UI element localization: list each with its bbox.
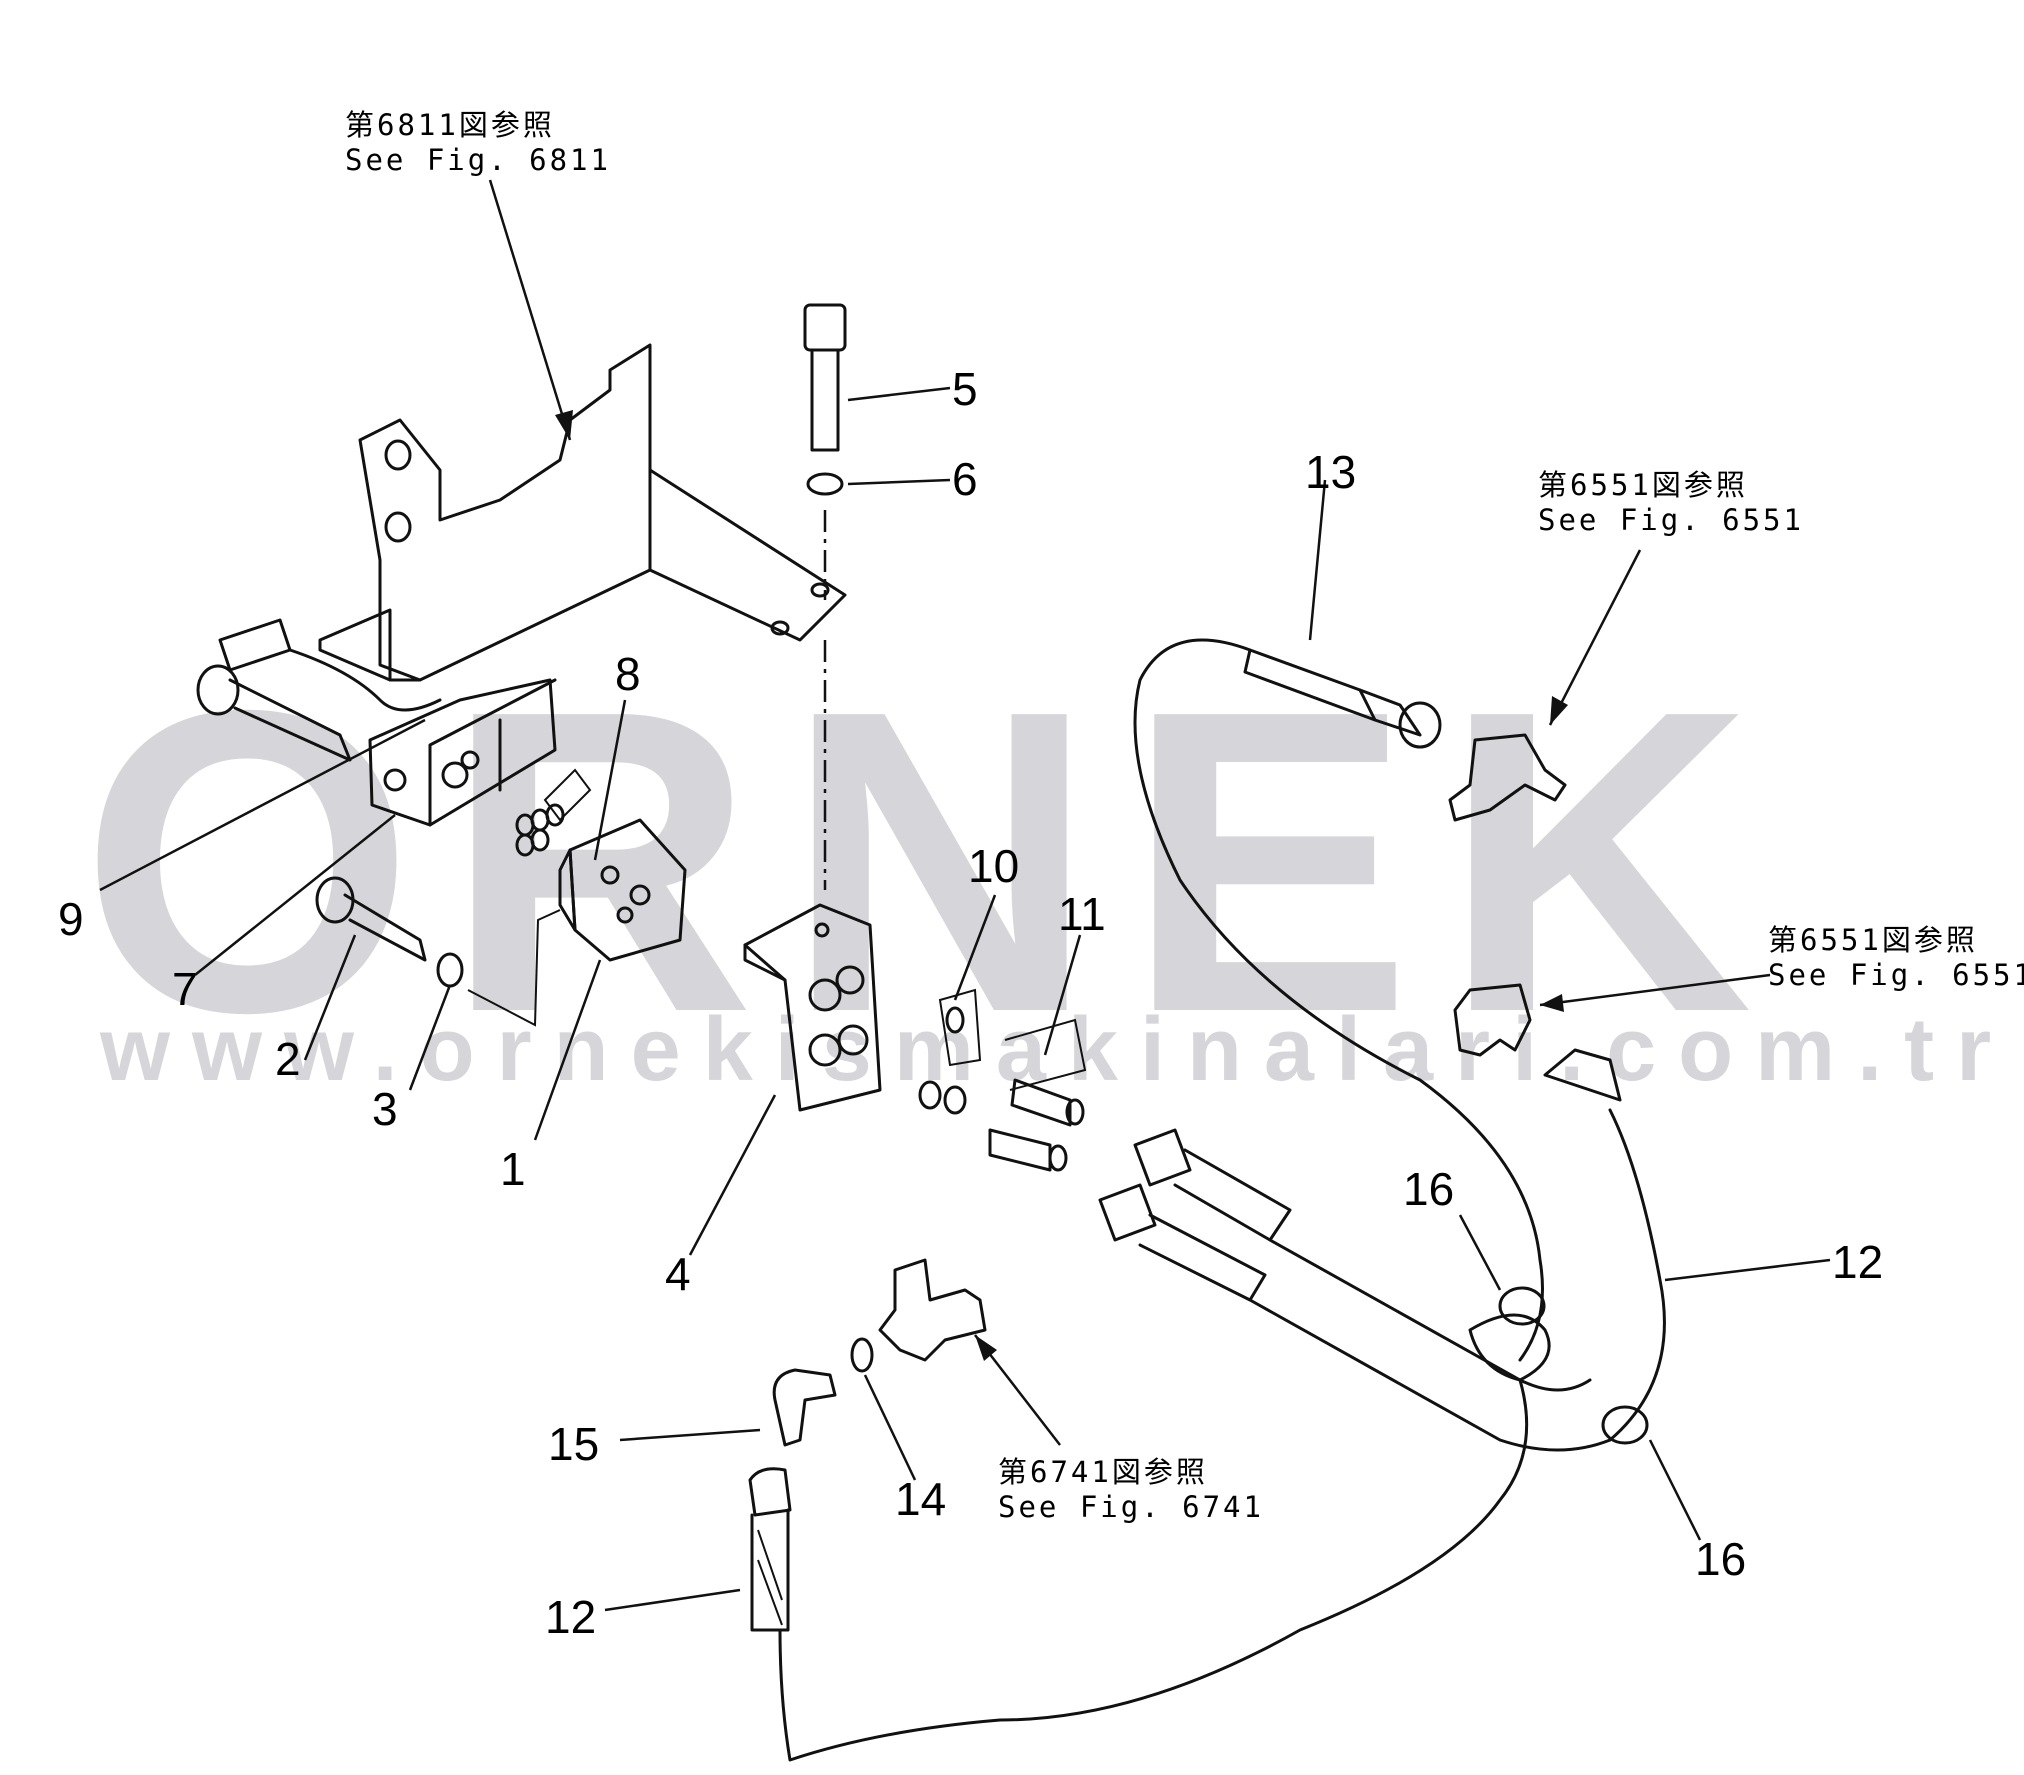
hose-13: [1133, 638, 1551, 1382]
ref-6741-en: See Fig. 6741: [998, 1490, 1264, 1524]
washer-6: [806, 472, 844, 496]
ref-6551-right-en: See Fig. 6551: [1768, 958, 2024, 992]
solenoid-valve-7: [218, 618, 557, 827]
callout-9: 9: [58, 893, 84, 945]
watermark-url: www.ornekismakinalari.com.tr: [99, 1000, 2013, 1100]
callout-5: 5: [952, 363, 978, 415]
ref-6551-top-en: See Fig. 6551: [1538, 503, 1804, 537]
callout-10: 10: [968, 840, 1019, 892]
ref-6811-en: See Fig. 6811: [345, 143, 611, 177]
ref-6811-jp: 第6811図参照: [345, 108, 555, 142]
callout-7: 7: [172, 963, 198, 1015]
callout-15: 15: [548, 1418, 599, 1470]
ref-6741-jp: 第6741図参照: [998, 1455, 1208, 1489]
screw-9: [196, 664, 352, 762]
callout-6: 6: [952, 453, 978, 505]
ref-6551-top-jp: 第6551図参照: [1538, 468, 1748, 502]
elbow-15: [772, 1368, 837, 1447]
bolt-2: [315, 876, 427, 962]
callout-12-right: 12: [1832, 1236, 1883, 1288]
o-rings-10: [918, 988, 982, 1115]
o-ring-14: [850, 1337, 874, 1373]
callout-3: 3: [372, 1083, 398, 1135]
hose-12-lower: [748, 1467, 792, 1632]
reference-labels: 第6811図参照 See Fig. 6811 第6551図参照 See Fig.…: [345, 108, 2024, 1524]
bolt-5: [803, 303, 847, 452]
callout-16-lower: 16: [1695, 1533, 1746, 1585]
callout-11: 11: [1058, 888, 1106, 940]
cover-plate-1: [558, 818, 687, 962]
clamps-16: [1498, 1286, 1649, 1445]
watermark-brand: ORNEK: [80, 622, 1783, 1102]
bracket-4: [743, 903, 882, 1112]
leader-lines: [99, 179, 1831, 1612]
elbow-fitting-lower: [1453, 983, 1532, 1057]
callout-12-lower: 12: [545, 1591, 596, 1643]
callout-2: 2: [275, 1033, 301, 1085]
callout-4: 4: [665, 1248, 691, 1300]
hose-assembly-12: [778, 1048, 1666, 1762]
callout-numbers: 1 2 3 4 5 6 7 8 9 10 11 12 12 13 14 15 1…: [58, 363, 1883, 1643]
o-rings-8: [515, 768, 592, 857]
mounting-bracket: [318, 343, 847, 682]
callout-14: 14: [895, 1473, 946, 1525]
tee-fitting: [878, 1258, 987, 1362]
elbow-fitting-upper: [1448, 733, 1567, 822]
gasket-outline: [467, 909, 561, 1027]
callout-1: 1: [500, 1143, 526, 1195]
callout-13: 13: [1305, 446, 1356, 498]
ref-6551-right-jp: 第6551図参照: [1768, 923, 1978, 957]
callout-16-upper: 16: [1403, 1163, 1454, 1215]
callout-8: 8: [615, 648, 641, 700]
fittings-11: [988, 1018, 1087, 1172]
watermark: ORNEK www.ornekismakinalari.com.tr: [80, 622, 2013, 1102]
